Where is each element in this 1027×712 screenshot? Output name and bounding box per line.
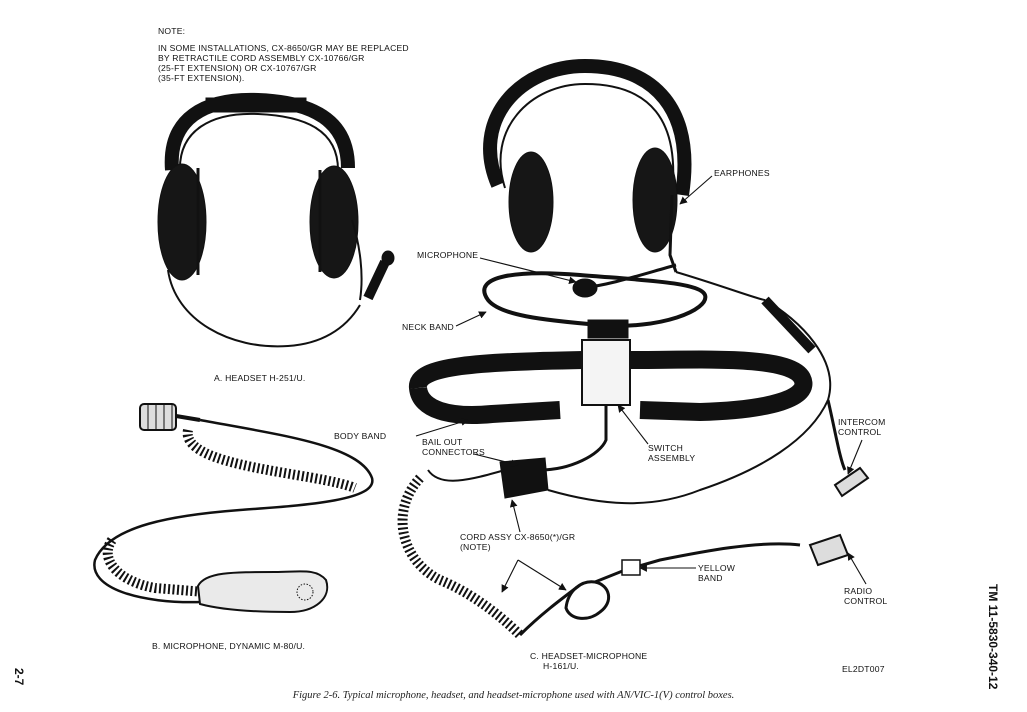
note-line-2: BY RETRACTILE CORD ASSEMBLY CX-10766/GR xyxy=(158,53,365,63)
microphone-m80-illustration xyxy=(93,403,374,614)
figure-caption: Figure 2-6. Typical microphone, headset,… xyxy=(292,690,735,701)
page-number: 2-7 xyxy=(12,668,26,686)
headset-microphone-h161-illustration xyxy=(397,58,870,639)
label-intercom-control-1: INTERCOM xyxy=(838,417,886,427)
note-heading: NOTE: xyxy=(158,26,186,36)
manual-identifier: TM 11-5830-340-12 xyxy=(986,584,1000,690)
label-yellow-band-2: BAND xyxy=(698,573,723,583)
caption-b-microphone: B. MICROPHONE, DYNAMIC M-80/U. xyxy=(152,641,306,651)
label-neck-band: NECK BAND xyxy=(402,322,454,332)
note-line-1: IN SOME INSTALLATIONS, CX-8650/GR MAY BE… xyxy=(158,43,409,53)
label-radio-control-2: CONTROL xyxy=(844,596,888,606)
label-switch-assembly-1: SWITCH xyxy=(648,443,684,453)
caption-c-headset-microphone-1: C. HEADSET-MICROPHONE xyxy=(530,651,648,661)
label-microphone: MICROPHONE xyxy=(417,250,479,260)
label-bail-out-2: CONNECTORS xyxy=(422,447,485,457)
label-bail-out-1: BAIL OUT xyxy=(422,437,463,447)
label-body-band: BODY BAND xyxy=(334,431,387,441)
headset-h251-illustration xyxy=(157,92,395,348)
label-radio-control-1: RADIO xyxy=(844,586,873,596)
note-line-4: (35-FT EXTENSION). xyxy=(158,73,245,83)
label-switch-assembly-2: ASSEMBLY xyxy=(648,453,696,463)
leader-lines xyxy=(415,175,867,593)
caption-a-headset: A. HEADSET H-251/U. xyxy=(214,373,306,383)
label-cord-assy-2: (NOTE) xyxy=(460,542,491,552)
caption-c-headset-microphone-2: H-161/U. xyxy=(543,661,579,671)
label-intercom-control-2: CONTROL xyxy=(838,427,882,437)
label-earphones: EARPHONES xyxy=(714,168,770,178)
figure-code: EL2DT007 xyxy=(842,664,885,674)
note-line-3: (25-FT EXTENSION) OR CX-10767/GR xyxy=(158,63,317,73)
label-yellow-band-1: YELLOW xyxy=(698,563,736,573)
label-cord-assy-1: CORD ASSY CX-8650(*)/GR xyxy=(460,532,576,542)
